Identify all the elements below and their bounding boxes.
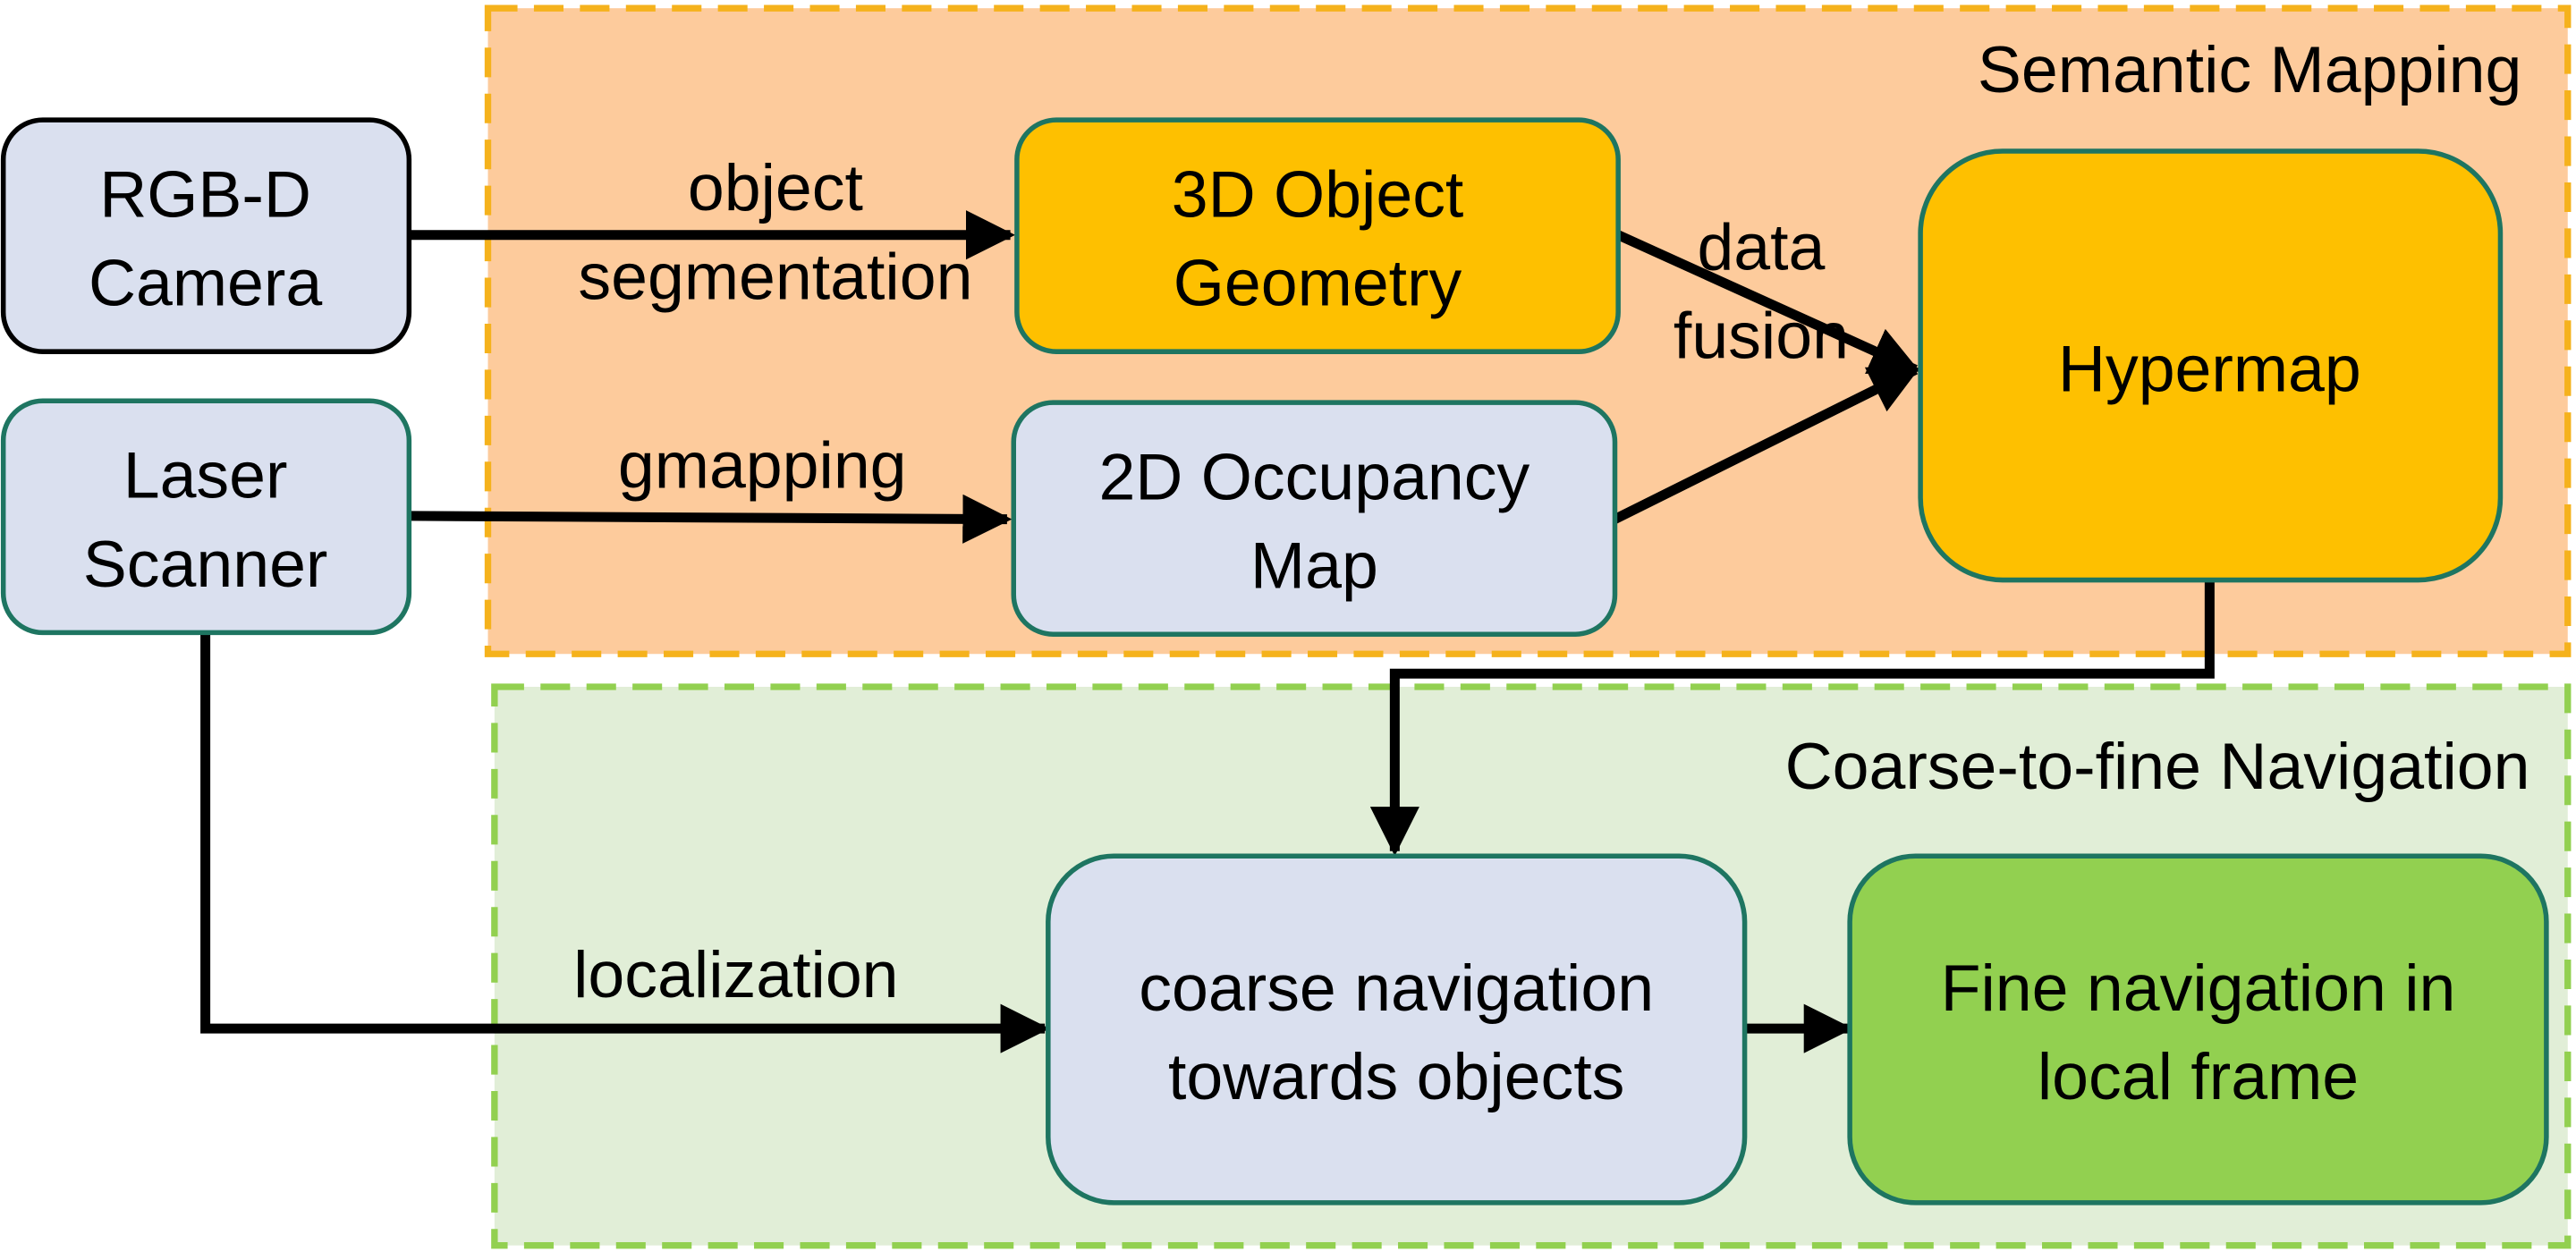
hypermap-to-coarse-arrow bbox=[1369, 579, 2215, 857]
segmentation-label-line-1: object bbox=[688, 150, 863, 224]
laser-scanner-line-2: Scanner bbox=[83, 527, 328, 601]
coarse-navigation-box bbox=[1046, 853, 1748, 1205]
gmapping-label: gmapping bbox=[618, 428, 907, 503]
gmapping-arrow bbox=[409, 494, 1013, 544]
occupancy-map-line-2: Map bbox=[1250, 529, 1378, 603]
data-fusion-label-line-2: fusion bbox=[1674, 299, 1849, 373]
node-fine-navigation: Fine navigation in local frame bbox=[1847, 853, 2549, 1205]
node-coarse-navigation: coarse navigation towards objects bbox=[1046, 853, 1748, 1205]
localization-label: localization bbox=[573, 937, 898, 1011]
data-fusion-label-line-1: data bbox=[1697, 209, 1825, 283]
node-occupancy-map: 2D Occupancy Map bbox=[1011, 400, 1618, 637]
coarse-navigation-line-1: coarse navigation bbox=[1139, 951, 1654, 1025]
semantic-mapping-title: Semantic Mapping bbox=[1978, 32, 2521, 106]
rgbd-camera-box bbox=[0, 117, 412, 354]
rgbd-camera-line-1: RGB-D bbox=[99, 157, 311, 232]
hypermap-label: Hypermap bbox=[2058, 331, 2361, 405]
occupancy-map-box bbox=[1011, 400, 1618, 637]
object-geometry-box bbox=[1014, 117, 1621, 354]
hypermap-box bbox=[1918, 148, 2504, 583]
rgbd-camera-line-2: Camera bbox=[89, 246, 322, 320]
object-geometry-line-1: 3D Object bbox=[1172, 157, 1464, 232]
fine-navigation-line-1: Fine navigation in bbox=[1941, 951, 2456, 1025]
laser-scanner-line-1: Laser bbox=[123, 438, 288, 512]
node-object-geometry: 3D Object Geometry bbox=[1014, 117, 1621, 354]
occupancy-map-line-1: 2D Occupancy bbox=[1098, 440, 1530, 514]
node-rgbd-camera: RGB-D Camera bbox=[0, 117, 412, 354]
coarse-navigation-line-2: towards objects bbox=[1168, 1039, 1624, 1113]
laser-scanner-box bbox=[0, 398, 412, 636]
localization-arrow bbox=[200, 632, 1050, 1053]
node-hypermap: Hypermap bbox=[1918, 148, 2504, 583]
occupancy-to-hypermap-arrow bbox=[1613, 365, 1920, 524]
edge-labels: object segmentation gmapping data fusion… bbox=[573, 150, 1849, 1011]
connectors bbox=[200, 210, 2215, 1053]
object-geometry-line-2: Geometry bbox=[1174, 246, 1462, 320]
segmentation-label-line-2: segmentation bbox=[578, 239, 972, 313]
navigation-title: Coarse-to-fine Navigation bbox=[1785, 729, 2530, 803]
fine-navigation-box bbox=[1847, 853, 2549, 1205]
geometry-to-hypermap-arrow bbox=[1615, 230, 1920, 375]
node-laser-scanner: Laser Scanner bbox=[0, 398, 412, 636]
fine-navigation-line-2: local frame bbox=[2038, 1039, 2359, 1113]
